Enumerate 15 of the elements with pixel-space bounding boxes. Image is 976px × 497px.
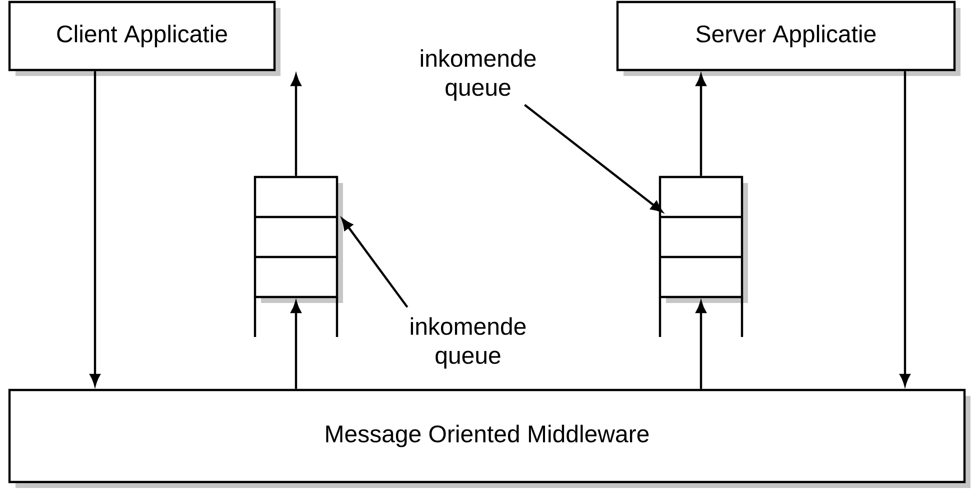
callout-label: inkomende queue bbox=[410, 317, 526, 369]
app-box: Client Applicatie bbox=[8, 0, 280, 76]
arrow bbox=[90, 71, 100, 386]
callout-label: inkomende queue bbox=[420, 49, 536, 101]
leader-line bbox=[342, 218, 408, 308]
leader-line bbox=[524, 104, 663, 212]
queue-drawing bbox=[254, 176, 343, 337]
app-box: Server Applicatie bbox=[616, 0, 960, 76]
arrow bbox=[900, 71, 910, 386]
arrow bbox=[290, 301, 302, 389]
arrow bbox=[290, 74, 302, 176]
arrow bbox=[696, 301, 706, 389]
queue-drawing bbox=[658, 176, 748, 337]
arrow bbox=[696, 74, 706, 176]
middleware-box: Message Oriented Middleware bbox=[8, 388, 970, 488]
